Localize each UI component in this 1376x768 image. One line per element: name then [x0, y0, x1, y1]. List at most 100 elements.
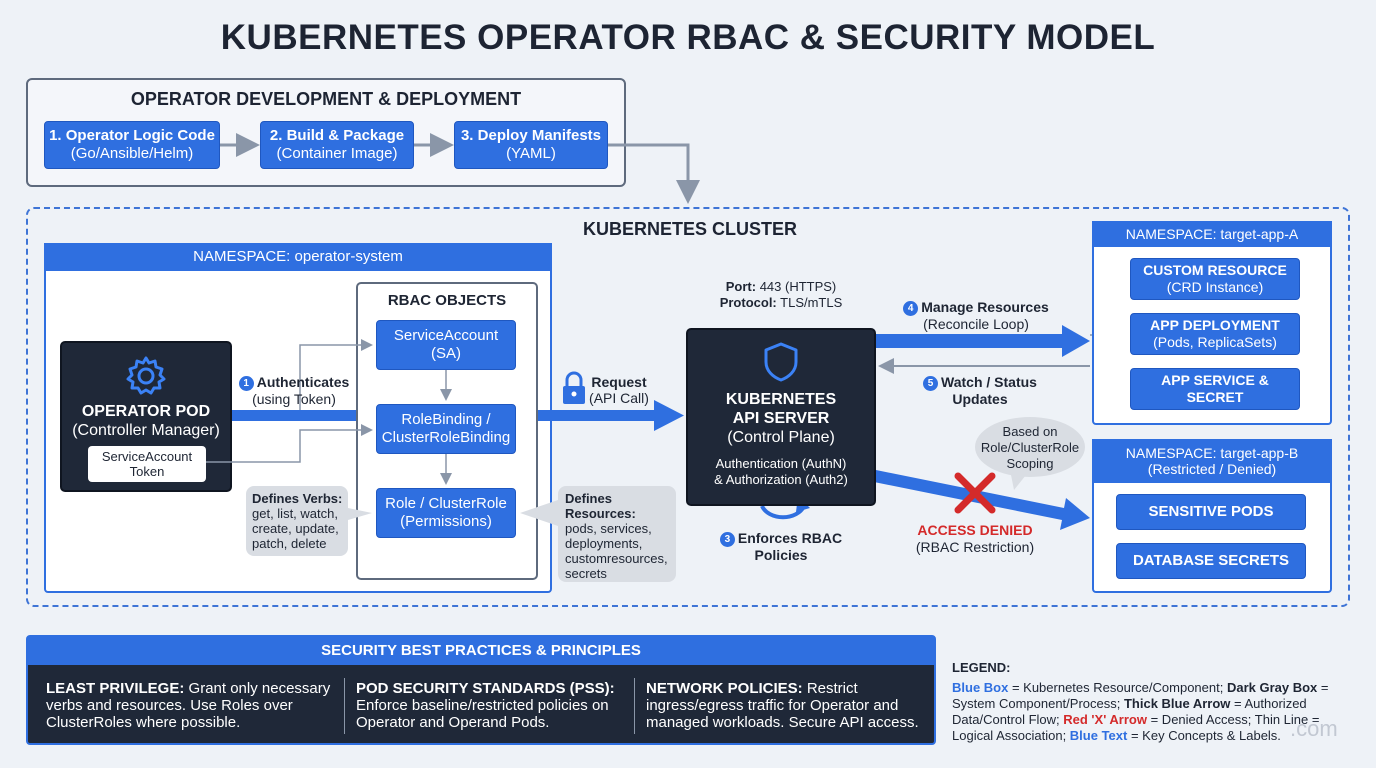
- resources-pointer: [520, 500, 558, 526]
- dev-deploy-title: OPERATOR DEVELOPMENT & DEPLOYMENT: [130, 89, 522, 109]
- item-label: APP DEPLOYMENT: [1150, 317, 1280, 333]
- legend-text: = Kubernetes Resource/Component;: [1008, 680, 1227, 695]
- item-label: SENSITIVE PODS: [1148, 503, 1274, 520]
- token-line1: ServiceAccount: [101, 449, 193, 464]
- pod-sub-text: (Controller Manager): [72, 422, 220, 439]
- step-number: 1: [238, 376, 254, 391]
- arrow-deploy-to-cluster: [608, 143, 700, 204]
- pod-security-standards: POD SECURITY STANDARDS (PSS): Enforce ba…: [356, 680, 626, 731]
- step-sub: Policies: [754, 547, 808, 563]
- protocol-label: Protocol:: [719, 295, 777, 310]
- scoping-line: Based on: [1002, 424, 1058, 439]
- verbs-line: patch, delete: [252, 536, 327, 551]
- database-secrets[interactable]: DATABASE SECRETS: [1116, 543, 1306, 579]
- ns-b-header1: NAMESPACE: target-app-B: [1125, 445, 1299, 461]
- watermark: .com: [1290, 716, 1338, 741]
- gear-icon: [126, 356, 166, 395]
- step-operator-logic-code[interactable]: 1. Operator Logic Code (Go/Ansible/Helm): [44, 121, 220, 169]
- step-number: 5: [923, 376, 939, 391]
- practice-title: LEAST PRIVILEGE:: [46, 680, 185, 697]
- rbac-role-binding[interactable]: RoleBinding / ClusterRoleBinding: [376, 404, 516, 454]
- denied-sub: (RBAC Restriction): [915, 539, 1035, 555]
- legend-red-arrow: Red 'X' Arrow: [1063, 712, 1147, 727]
- sensitive-pods[interactable]: SENSITIVE PODS: [1116, 494, 1306, 530]
- step-deploy-manifests[interactable]: 3. Deploy Manifests (YAML): [454, 121, 608, 169]
- denied-title: ACCESS DENIED: [917, 522, 1033, 538]
- step-label: 1. Operator Logic Code: [49, 127, 215, 144]
- access-denied-x-icon: [954, 472, 996, 514]
- api-auth1: Authentication (AuthN): [715, 456, 847, 471]
- legend-blue-box: Blue Box: [952, 680, 1009, 695]
- step-number: 3: [719, 532, 735, 547]
- resources-line: customresources,: [565, 551, 668, 566]
- security-practices-title: SECURITY BEST PRACTICES & PRINCIPLES: [28, 637, 934, 665]
- verbs-line: get, list, watch,: [252, 506, 338, 521]
- request-label: Request (API Call): [586, 374, 652, 406]
- port-value: 443 (HTTPS): [756, 279, 837, 294]
- api-server[interactable]: [686, 328, 876, 506]
- item-label: CUSTOM RESOURCE: [1143, 262, 1287, 278]
- divider: [344, 678, 345, 734]
- port-label: Port:: [725, 279, 757, 294]
- verbs-line: create, update,: [252, 521, 339, 536]
- namespace-b-header: NAMESPACE: target-app-B (Restricted / De…: [1092, 439, 1332, 483]
- step-sub: (Reconcile Loop): [923, 316, 1029, 332]
- scoping-line: Role/ClusterRole: [980, 440, 1080, 455]
- step-sub: (Container Image): [276, 145, 398, 162]
- scoping-text: Based on Role/ClusterRole Scoping: [975, 424, 1085, 472]
- api-sub: (Control Plane): [727, 429, 835, 446]
- step-sub: (YAML): [506, 145, 556, 162]
- step-label: 3. Deploy Manifests: [460, 127, 602, 144]
- scoping-line: Scoping: [1006, 456, 1054, 471]
- app-deployment[interactable]: APP DEPLOYMENT (Pods, ReplicaSets): [1130, 313, 1300, 355]
- step-label: Enforces RBAC: [737, 530, 843, 546]
- rbac-service-account[interactable]: ServiceAccount (SA): [376, 320, 516, 370]
- arrow-pod-auth: [232, 410, 356, 421]
- rbac-objects-title: RBAC OBJECTS: [387, 292, 507, 309]
- legend-text: = System Component/Process;: [952, 680, 1329, 711]
- operator-pod-title: OPERATOR POD (Controller Manager): [60, 402, 232, 440]
- custom-resource[interactable]: CUSTOM RESOURCE (CRD Instance): [1130, 258, 1300, 300]
- step-sub: (Go/Ansible/Helm): [70, 145, 194, 162]
- rbac-label: RoleBinding /: [401, 411, 491, 428]
- legend-blue-text: Blue Text: [1069, 728, 1128, 743]
- resources-title2: Resources:: [565, 506, 636, 521]
- practice-text: Grant only necessary verbs and resources…: [46, 680, 331, 731]
- legend-dark-box: Dark Gray Box: [1226, 680, 1318, 695]
- api-auth2: & Authorization (Auth2): [714, 472, 848, 487]
- practice-text: Restrict ingress/egress traffic for Oper…: [646, 680, 919, 731]
- resources-title: Defines: [565, 491, 612, 506]
- verbs-pointer: [348, 508, 372, 520]
- rbac-role[interactable]: Role / ClusterRole (Permissions): [376, 488, 516, 538]
- scoping-bubble: [975, 417, 1085, 477]
- scoping-pointer: [1010, 470, 1030, 490]
- app-service-secret[interactable]: APP SERVICE & SECRET: [1130, 368, 1300, 410]
- practice-text: Enforce baseline/restricted policies on …: [356, 697, 609, 731]
- cluster-title: KUBERNETES CLUSTER: [582, 219, 797, 239]
- least-privilege: LEAST PRIVILEGE: Grant only necessary ve…: [46, 680, 336, 731]
- network-policies: NETWORK POLICIES: Restrict ingress/egres…: [646, 680, 926, 731]
- legend-title: LEGEND:: [952, 660, 1011, 675]
- rbac-sub: ClusterRoleBinding: [381, 429, 511, 446]
- api-server-title: KUBERNETES API SERVER (Control Plane): [686, 390, 876, 447]
- service-account-token[interactable]: ServiceAccount Token: [88, 446, 206, 482]
- rbac-label: Role / ClusterRole: [385, 495, 507, 512]
- step-label: 2. Build & Package: [269, 127, 405, 144]
- access-denied-label: ACCESS DENIED (RBAC Restriction): [900, 522, 1050, 556]
- divider: [634, 678, 635, 734]
- rbac-sub: (SA): [431, 345, 461, 362]
- legend-body: Blue Box = Kubernetes Resource/Component…: [952, 680, 1352, 744]
- item-sub: SECRET: [1186, 389, 1244, 405]
- namespace-a-header: NAMESPACE: target-app-A (Managed): [1092, 221, 1332, 268]
- token-line2: Token: [129, 464, 165, 479]
- practice-title: NETWORK POLICIES:: [646, 680, 803, 697]
- item-sub: (Pods, ReplicaSets): [1153, 334, 1277, 350]
- pod-title-text: OPERATOR POD: [81, 403, 211, 420]
- step-sub: Updates: [952, 391, 1008, 407]
- step-build-package[interactable]: 2. Build & Package (Container Image): [260, 121, 414, 169]
- practice-title: POD SECURITY STANDARDS (PSS):: [356, 680, 615, 697]
- protocol-value: TLS/mTLS: [776, 295, 843, 310]
